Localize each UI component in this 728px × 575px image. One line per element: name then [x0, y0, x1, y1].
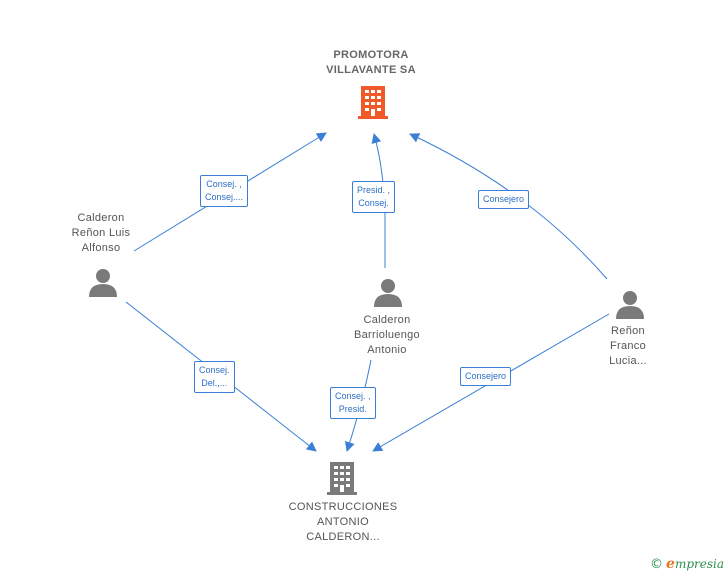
edge-label-e2[interactable]: Presid. , Consej. [352, 181, 396, 213]
person-icon[interactable] [373, 277, 403, 307]
edge-label-line: Consej. , [206, 179, 242, 189]
building-icon[interactable] [327, 461, 357, 495]
edge-label-e5[interactable]: Consej. , Presid. [330, 387, 376, 419]
edge-label-line: Consej. [358, 198, 389, 208]
edge-label-e1[interactable]: Consej. , Consej.... [200, 175, 249, 207]
brand-initial: e [666, 556, 675, 572]
edge-label-line: Presid. , [357, 185, 391, 195]
node-label-construcciones[interactable]: CONSTRUCCIONES ANTONIO CALDERON... [288, 501, 398, 543]
edge-label-e3[interactable]: Consejero [478, 190, 530, 209]
copyright-icon: © [650, 557, 664, 572]
edge-label-line: Consej.... [205, 192, 244, 202]
edge-label-line: Consejero [465, 371, 507, 381]
edge-label-line: Presid. [338, 404, 367, 414]
node-label-renon-franco[interactable]: Reñon Franco Lucia... [609, 325, 647, 367]
edge-label-line: Consejero [483, 194, 525, 204]
edge-label-line: Consej. [199, 365, 230, 375]
edge-label-line: Del.,... [201, 378, 228, 388]
edge-label-e6[interactable]: Consejero [460, 367, 512, 386]
edge-label-e4[interactable]: Consej. Del.,... [194, 361, 235, 393]
node-label-promotora[interactable]: PROMOTORA VILLAVANTE SA [326, 49, 416, 76]
person-icon[interactable] [615, 289, 645, 319]
building-icon[interactable] [358, 85, 388, 119]
node-label-calderon-barrio[interactable]: Calderon Barrioluengo Antonio [354, 314, 420, 356]
edge-label-line: Consej. , [335, 391, 371, 401]
node-label-calderon-renon[interactable]: Calderon Reñon Luis Alfonso [71, 212, 131, 254]
brand-name: mpresia [674, 557, 724, 571]
edge-line-e2 [371, 133, 386, 268]
person-icon[interactable] [88, 267, 118, 297]
empresia-logo[interactable]: ©empresia [650, 556, 724, 572]
